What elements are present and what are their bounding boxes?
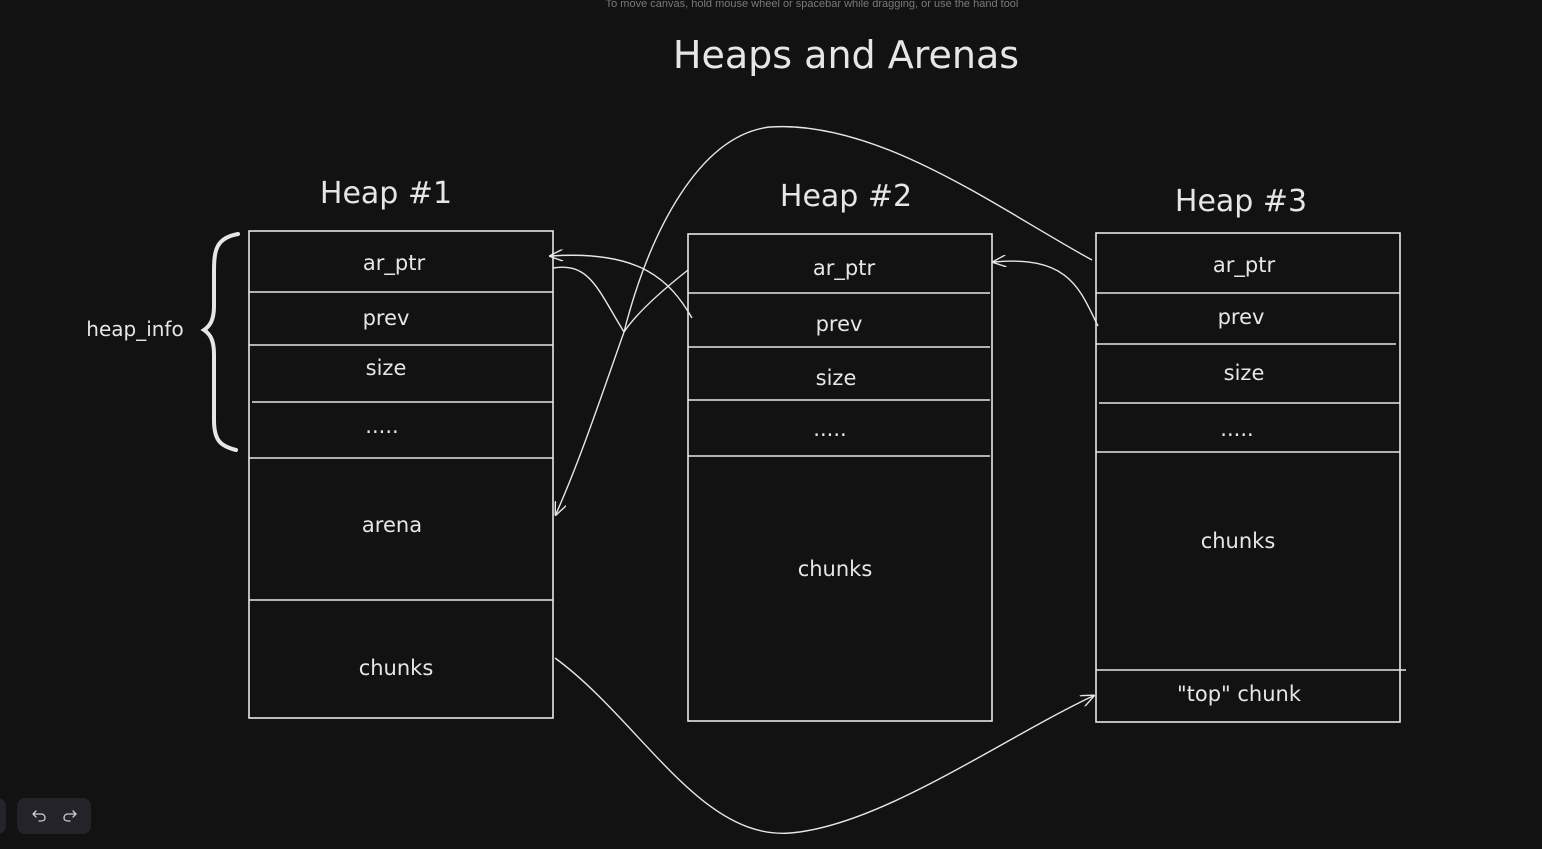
cell-ar-ptr: ar_ptr (813, 256, 876, 281)
cell-chunks: chunks (359, 656, 434, 680)
undo-redo-toolbar (17, 798, 91, 834)
heap-title: Heap #2 (780, 179, 912, 214)
cell-chunks: chunks (798, 557, 873, 581)
cell-chunks: chunks (1201, 529, 1276, 553)
arrow-heap3-prev-to-heap2-arptr[interactable] (994, 261, 1099, 327)
toolbar-stub (0, 798, 6, 834)
heap-2[interactable]: Heap #2 ar_ptr prev size ..... chunks (687, 179, 993, 722)
heap-1[interactable]: Heap #1 ar_ptr prev size ..... arena chu… (248, 176, 554, 719)
redo-button[interactable] (57, 803, 83, 829)
cell-ar-ptr: ar_ptr (1213, 253, 1276, 278)
canvas-hint: To move canvas, hold mouse wheel or spac… (605, 0, 1019, 10)
arrow-heap1-chunks-to-top-chunk[interactable] (554, 657, 1093, 834)
cell-prev: prev (363, 306, 410, 330)
cell-arena: arena (362, 513, 422, 537)
diagram-title: Heaps and Arenas (673, 33, 1019, 77)
arrow-heap1-arptr-to-arena[interactable] (552, 266, 625, 514)
cell-ellipsis: ..... (365, 414, 398, 438)
undo-icon (31, 810, 46, 822)
cell-prev: prev (816, 312, 863, 336)
heap-3[interactable]: Heap #3 ar_ptr prev size ..... chunks "t… (1095, 184, 1406, 723)
undo-button[interactable] (26, 803, 52, 829)
redo-icon (62, 810, 77, 822)
heap-title: Heap #3 (1175, 184, 1307, 219)
heap-title: Heap #1 (320, 176, 452, 211)
cell-ar-ptr: ar_ptr (363, 251, 426, 276)
brace-shape (200, 232, 240, 452)
arrow-heap3-arptr-to-arena[interactable] (623, 125, 1093, 333)
cell-ellipsis: ..... (813, 417, 846, 441)
cell-size: size (816, 366, 857, 390)
brace-label: heap_info (86, 317, 183, 341)
cell-size: size (1224, 361, 1265, 385)
cell-prev: prev (1218, 305, 1265, 329)
cell-top-chunk: "top" chunk (1177, 682, 1302, 706)
arrow-heap2-arptr-to-arena[interactable] (623, 269, 689, 333)
cell-ellipsis: ..... (1220, 417, 1253, 441)
arrow-heap2-prev-to-heap1-arptr[interactable] (551, 255, 693, 319)
cell-size: size (366, 356, 407, 380)
